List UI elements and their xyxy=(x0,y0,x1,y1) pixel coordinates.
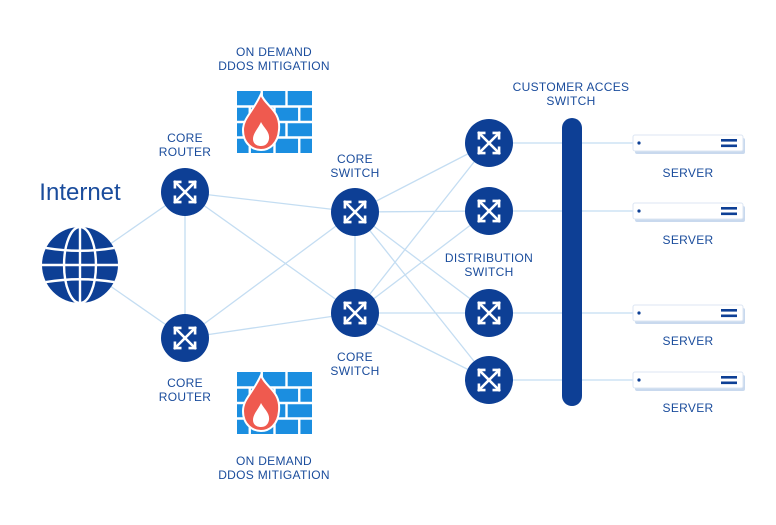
link-rb-sb xyxy=(184,312,356,339)
server-label-3: SERVER xyxy=(662,334,714,348)
core-switch-bottom-label-line2: SWITCH xyxy=(330,364,380,378)
core-switch-top-label: CORE SWITCH xyxy=(330,152,379,180)
link-st-d4 xyxy=(354,211,490,381)
server-3-slot-1 xyxy=(721,309,737,312)
server-2-body xyxy=(632,202,744,220)
switch-arrows-icon xyxy=(477,301,501,325)
ddos-mitigation-bottom xyxy=(237,372,312,434)
switch-arrows-icon xyxy=(477,131,501,155)
distribution-switch-label-line2: SWITCH xyxy=(464,265,514,279)
switch-arrows-icon xyxy=(343,200,367,224)
server-2-led xyxy=(637,209,641,213)
core-router-top xyxy=(161,168,209,216)
link-rb-st xyxy=(184,211,356,339)
ddos-top-label-line1: ON DEMAND xyxy=(235,45,313,59)
network-nodes xyxy=(42,91,745,434)
link-sb-d1 xyxy=(354,142,490,314)
ddos-top-label: ON DEMAND DDOS MITIGATION xyxy=(218,45,330,73)
distribution-switch-label-line1: DISTRIBUTION xyxy=(444,251,534,265)
access-switch-label: CUSTOMER ACCES SWITCH xyxy=(513,80,630,108)
connection-lines xyxy=(79,142,633,381)
internet-label: Internet xyxy=(39,179,121,206)
switch-arrows-icon xyxy=(477,199,501,223)
link-st-d1 xyxy=(354,142,490,213)
globe-grid xyxy=(42,225,118,305)
server-icon xyxy=(632,304,745,324)
flame-icon xyxy=(241,91,281,152)
core-switch-top-label-line1: CORE xyxy=(337,152,373,166)
core-switch-bottom-label-line1: CORE xyxy=(337,350,373,364)
ddos-top-label-line2: DDOS MITIGATION xyxy=(218,59,330,73)
server-4-body xyxy=(632,371,744,389)
server-4-led xyxy=(637,378,641,382)
server-1-body xyxy=(632,134,744,152)
flame-icon xyxy=(241,372,281,433)
core-switch-top-label-line2: SWITCH xyxy=(330,166,380,180)
distribution-switch-3 xyxy=(465,289,513,337)
server-label-2: SERVER xyxy=(662,233,714,247)
server-4-slot-2 xyxy=(721,381,737,385)
server-1-slot-1 xyxy=(721,139,737,142)
ddos-bottom-label-line2: DDOS MITIGATION xyxy=(218,468,330,482)
switch-arrows-icon xyxy=(173,326,197,350)
server-label-4: SERVER xyxy=(662,401,714,415)
distribution-switch-4 xyxy=(465,356,513,404)
server-3-led xyxy=(637,311,641,315)
core-switch-top xyxy=(331,188,379,236)
distribution-switch-2 xyxy=(465,187,513,235)
core-router-bottom-label-line2: ROUTER xyxy=(158,390,212,404)
core-router-top-label-line1: CORE xyxy=(167,131,203,145)
globe-icon xyxy=(42,225,118,305)
customer-access-switch-bar xyxy=(562,118,582,406)
core-router-bottom-label: CORE ROUTER xyxy=(159,376,211,404)
server-3-body xyxy=(632,304,744,322)
server-4-slot-1 xyxy=(721,376,737,379)
access-switch-label-line2: SWITCH xyxy=(546,94,596,108)
core-switch-bottom-label: CORE SWITCH xyxy=(330,350,379,378)
core-switch-bottom xyxy=(331,289,379,337)
distribution-switch-label: DISTRIBUTION SWITCH xyxy=(445,251,533,279)
server-2-slot-2 xyxy=(721,212,737,216)
access-switch-label-line1: CUSTOMER ACCES xyxy=(512,80,630,94)
switch-arrows-icon xyxy=(477,368,501,392)
server-icon xyxy=(632,202,745,222)
link-sb-d4 xyxy=(354,312,490,381)
server-icon xyxy=(632,371,745,391)
server-label-1: SERVER xyxy=(662,166,714,180)
server-1-led xyxy=(637,141,641,145)
core-router-bottom-label-line1: CORE xyxy=(167,376,203,390)
switch-arrows-icon xyxy=(343,301,367,325)
ddos-bottom-label: ON DEMAND DDOS MITIGATION xyxy=(218,454,330,482)
ddos-bottom-label-line1: ON DEMAND xyxy=(235,454,313,468)
core-router-top-label: CORE ROUTER xyxy=(159,131,211,159)
server-2-slot-1 xyxy=(721,207,737,210)
core-router-bottom xyxy=(161,314,209,362)
switch-arrows-icon xyxy=(173,180,197,204)
distribution-switch-1 xyxy=(465,119,513,167)
link-sb-d2 xyxy=(354,210,490,314)
ddos-mitigation-top xyxy=(237,91,312,153)
link-rt-st xyxy=(184,191,356,213)
server-icon xyxy=(632,134,745,154)
link-rt-sb xyxy=(184,191,356,314)
server-3-slot-2 xyxy=(721,314,737,318)
server-1-slot-2 xyxy=(721,144,737,148)
core-router-top-label-line2: ROUTER xyxy=(158,145,212,159)
